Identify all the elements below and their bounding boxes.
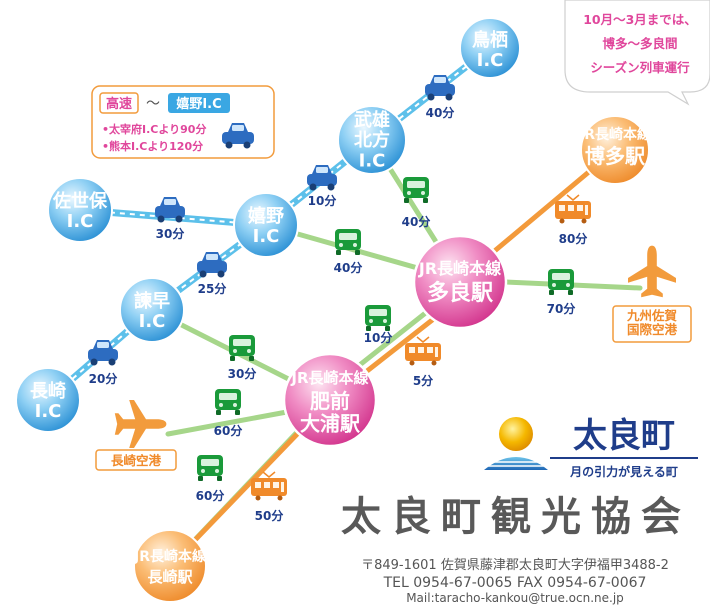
travel-time-takeo-tara: 40分 <box>402 214 431 229</box>
hill-icon <box>484 457 548 470</box>
association-mail[interactable]: Mail:taracho-kankou@true.ocn.ne.jp <box>406 591 624 605</box>
info-line-2: •熊本I.Cより120分 <box>102 139 203 153</box>
station-tara-line: JR長崎本線 <box>418 259 501 278</box>
bus-icon <box>548 269 574 295</box>
logo-town-name: 太良町 <box>573 416 675 456</box>
travel-time-nagasaki-hizen-train: 50分 <box>255 508 284 523</box>
station-hakata-name: 博多駅 <box>585 144 645 168</box>
info-highway-label: 高速 <box>106 96 132 112</box>
car-icon <box>155 197 185 223</box>
association-address: 〒849-1601 佐賀県藤津郡太良町大字伊福甲3488-2 <box>361 557 669 573</box>
station-hizen-name: 肥前大浦駅 <box>300 389 360 435</box>
travel-time-tara-airport: 70分 <box>547 301 576 316</box>
travel-time-markers: 40分 10分 40分 30分 40分 25分 80分 70分 10分 5分 30分 20分 60分 60… <box>88 75 591 523</box>
association-name: 太良町観光協会 <box>341 494 691 540</box>
travel-time-tara-hizen-car: 10分 <box>364 330 393 345</box>
airport-kyushu-saga-label: 九州佐賀国際空港 <box>626 308 678 337</box>
car-icon <box>88 340 118 366</box>
travel-time-ureshino-isahaya: 25分 <box>198 281 227 296</box>
car-icon <box>197 252 227 278</box>
train-icon <box>555 194 591 224</box>
airplane-icon <box>114 399 167 449</box>
bubble-line-3: シーズン列車運行 <box>590 60 690 75</box>
station-hizen-ouura[interactable]: JR長崎本線 肥前大浦駅 <box>282 352 378 448</box>
travel-time-isahaya-hizen: 30分 <box>228 366 257 381</box>
info-line-1: •太宰府I.Cより90分 <box>102 122 206 136</box>
bubble-line-1: 10月〜3月までは、 <box>583 12 697 27</box>
station-hakata-line: JR長崎本線 <box>578 126 651 143</box>
airport-nagasaki-label: 長崎空港 <box>111 453 162 468</box>
station-nodes: JR長崎本線 博多駅 JR長崎本線 多良駅 JR長崎本線 肥前大浦駅 JR長崎本… <box>133 115 651 603</box>
travel-time-tara-hizen-train: 5分 <box>413 373 433 388</box>
airports: 九州佐賀国際空港 長崎空港 <box>95 245 692 471</box>
airport-kyushu-saga[interactable]: 九州佐賀国際空港 <box>612 245 692 343</box>
moon-sun-icon <box>499 417 533 451</box>
bus-icon <box>215 389 241 415</box>
train-icon <box>405 336 441 366</box>
station-nagasaki-line: JR長崎本線 <box>133 548 206 565</box>
info-ic-label: 嬉野I.C <box>176 96 221 112</box>
station-tara[interactable]: JR長崎本線 多良駅 <box>412 234 508 330</box>
station-nagasaki[interactable]: JR長崎本線 長崎駅 <box>133 529 207 603</box>
bus-icon <box>365 305 391 331</box>
travel-time-nagasaki-hizen-car: 60分 <box>196 488 225 503</box>
station-hizen-line: JR長崎本線 <box>290 369 368 387</box>
bus-icon <box>335 229 361 255</box>
airport-nagasaki[interactable]: 長崎空港 <box>95 399 177 471</box>
info-tilde: 〜 <box>146 96 160 112</box>
travel-time-takeo-ureshino: 10分 <box>308 193 337 208</box>
association-phone: TEL 0954-67-0065 FAX 0954-67-0067 <box>383 575 647 591</box>
car-icon <box>425 75 455 101</box>
airplane-icon <box>628 245 676 298</box>
travel-time-tosu-takeo: 40分 <box>426 105 455 120</box>
travel-time-isahaya-nagasaki: 20分 <box>89 371 118 386</box>
train-icon <box>251 471 287 501</box>
station-nagasaki-name: 長崎駅 <box>147 568 193 586</box>
bus-icon <box>403 177 429 203</box>
travel-time-sasebo-ureshino: 30分 <box>156 226 185 241</box>
travel-time-hakata-tara-train: 80分 <box>559 231 588 246</box>
season-train-bubble: 10月〜3月までは、 博多〜多良間 シーズン列車運行 <box>564 0 710 106</box>
car-icon <box>307 165 337 191</box>
logo-tagline: 月の引力が見える町 <box>569 464 678 479</box>
station-tara-name: 多良駅 <box>427 280 493 306</box>
station-hakata[interactable]: JR長崎本線 博多駅 <box>578 115 651 185</box>
highway-info-box: 高速 〜 嬉野I.C •太宰府I.Cより90分 •熊本I.Cより120分 <box>91 85 275 159</box>
taracho-logo: 太良町 月の引力が見える町 <box>484 416 698 479</box>
travel-time-ureshino-tara: 40分 <box>334 260 363 275</box>
association-info: 太良町観光協会 〒849-1601 佐賀県藤津郡太良町大字伊福甲3488-2 T… <box>341 494 691 605</box>
bus-icon <box>197 455 223 481</box>
bus-icon <box>229 335 255 361</box>
info-car-icon <box>222 123 254 149</box>
travel-time-nagasaki-airport-hizen: 60分 <box>214 423 243 438</box>
bubble-line-2: 博多〜多良間 <box>602 36 677 51</box>
